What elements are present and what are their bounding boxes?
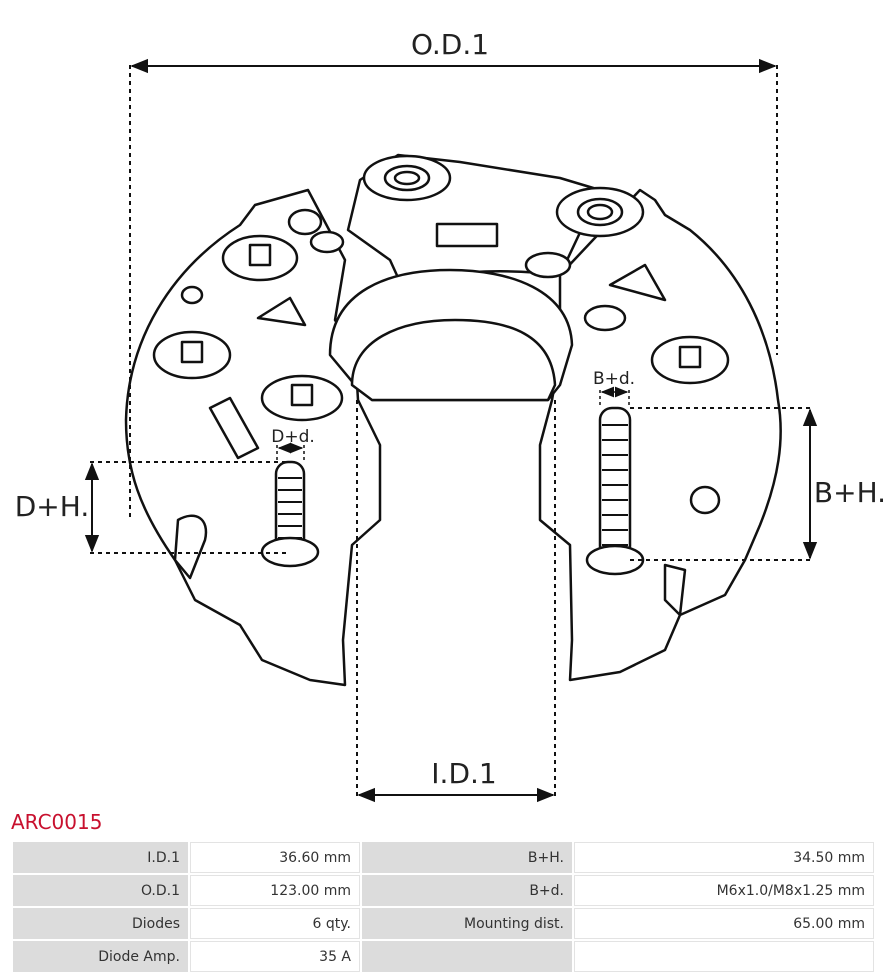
bd-label: B+d. bbox=[593, 369, 635, 389]
spec-label: I.D.1 bbox=[13, 842, 188, 873]
spec-label bbox=[362, 941, 572, 972]
spec-value: 6 qty. bbox=[190, 908, 360, 939]
spec-label: Diodes bbox=[13, 908, 188, 939]
dh-label: D+H. bbox=[15, 490, 89, 523]
table-row: O.D.1 123.00 mm B+d. M6x1.0/M8x1.25 mm bbox=[13, 875, 874, 906]
table-row: I.D.1 36.60 mm B+H. 34.50 mm bbox=[13, 842, 874, 873]
spec-value: 65.00 mm bbox=[574, 908, 874, 939]
rectifier-body bbox=[124, 153, 782, 687]
dd-label: D+d. bbox=[271, 427, 315, 447]
id-label: I.D.1 bbox=[431, 757, 496, 790]
spec-value bbox=[574, 941, 874, 972]
part-code: ARC0015 bbox=[11, 810, 103, 834]
spec-table: I.D.1 36.60 mm B+H. 34.50 mm O.D.1 123.0… bbox=[11, 840, 876, 974]
spec-label: B+d. bbox=[362, 875, 572, 906]
rectifier-diagram: O.D.1 I.D.1 D+H. B+H. D+d. B+d. bbox=[15, 28, 886, 803]
spec-label: B+H. bbox=[362, 842, 572, 873]
bh-label: B+H. bbox=[814, 476, 886, 509]
spec-label: Diode Amp. bbox=[13, 941, 188, 972]
spec-label: Mounting dist. bbox=[362, 908, 572, 939]
spec-value: 34.50 mm bbox=[574, 842, 874, 873]
od-label: O.D.1 bbox=[411, 28, 489, 61]
spec-label: O.D.1 bbox=[13, 875, 188, 906]
spec-value: 123.00 mm bbox=[190, 875, 360, 906]
dimension-lines bbox=[84, 58, 818, 803]
spec-value: 35 A bbox=[190, 941, 360, 972]
table-row: Diodes 6 qty. Mounting dist. 65.00 mm bbox=[13, 908, 874, 939]
spec-value: M6x1.0/M8x1.25 mm bbox=[574, 875, 874, 906]
table-row: Diode Amp. 35 A bbox=[13, 941, 874, 972]
spec-value: 36.60 mm bbox=[190, 842, 360, 873]
